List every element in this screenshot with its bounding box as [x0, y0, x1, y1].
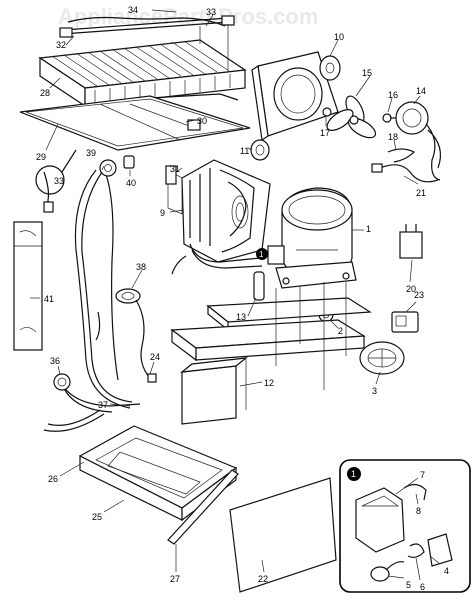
callout-40: 40: [126, 178, 136, 188]
overload-relay: [391, 311, 419, 333]
wire-harness: [379, 164, 439, 183]
condenser-coil: [38, 39, 247, 108]
grommet-39: [99, 159, 117, 177]
callout-2: 2: [338, 326, 343, 336]
callout-12: 12: [264, 378, 274, 388]
callout-30: 30: [197, 116, 207, 126]
drip-pan: [78, 425, 238, 522]
mounting-bracket: [181, 365, 237, 425]
callout-28: 28: [40, 88, 50, 98]
callout-8: 8: [416, 506, 421, 516]
compressor: [267, 187, 357, 289]
callout-21: 21: [416, 188, 426, 198]
callout-23: 23: [414, 290, 424, 300]
callout-18: 18: [388, 132, 398, 142]
callout-14: 14: [416, 86, 426, 96]
capacitor: [399, 224, 423, 259]
callout-16: 16: [388, 90, 398, 100]
base-fan: [359, 341, 405, 375]
power-cord: [135, 299, 151, 379]
top-rod: [63, 17, 229, 31]
rod-clip-left: [59, 27, 73, 38]
callout-7: 7: [420, 470, 425, 480]
callout-33-top: 33: [206, 7, 216, 17]
fan-motor: [390, 101, 441, 181]
callout-4: 4: [444, 566, 449, 576]
coil-clip: [165, 165, 177, 185]
nut: [382, 113, 392, 123]
callout-15: 15: [362, 68, 372, 78]
callout-37: 37: [98, 400, 108, 410]
condenser-unit: [167, 159, 271, 263]
inset-box: 1: [339, 459, 471, 593]
callout-5: 5: [406, 580, 411, 590]
inset-marker-text: 1: [259, 250, 264, 259]
side-panel: [13, 221, 43, 351]
callout-11: 11: [240, 146, 249, 156]
callout-33-left: 33: [54, 176, 64, 186]
rod-clip-right: [221, 15, 235, 26]
cord-plug: [147, 373, 157, 383]
condenser-plate: [19, 95, 251, 151]
top-rod-lower: [61, 21, 231, 35]
harness-plug: [371, 163, 383, 173]
washer: [322, 107, 332, 117]
callout-25: 25: [92, 512, 102, 522]
drier-filter: [253, 271, 265, 301]
callout-9: 9: [160, 208, 165, 218]
callout-31: 31: [170, 164, 180, 174]
fan-bracket: [319, 55, 341, 81]
callout-24: 24: [150, 352, 160, 362]
callout-39: 39: [86, 148, 96, 158]
callout-36: 36: [50, 356, 60, 366]
callout-20: 20: [406, 284, 416, 294]
callout-27: 27: [170, 574, 180, 584]
callout-38: 38: [136, 262, 146, 272]
grommet: [250, 139, 270, 161]
leader-lines: [30, 9, 441, 581]
mounting-base: [170, 282, 372, 390]
inset-box-marker: 1: [351, 469, 356, 479]
coil-bracket: [149, 93, 239, 101]
callout-34: 34: [128, 5, 138, 15]
callout-6: 6: [420, 582, 425, 592]
callout-10: 10: [334, 32, 344, 42]
callout-26: 26: [48, 474, 58, 484]
callout-17: 17: [320, 128, 330, 138]
inset-marker-circle: [256, 248, 268, 260]
callouts: 34 33 32 28 29 30 10 15 16 14 17 11 18 2…: [36, 5, 449, 592]
callout-13: 13: [236, 312, 246, 322]
callout-3: 3: [372, 386, 377, 396]
plug: [123, 155, 135, 169]
tube-clamp: [115, 288, 141, 304]
drain-tube: [74, 169, 131, 409]
fan-blade: [326, 95, 377, 139]
callout-22: 22: [258, 574, 268, 584]
rear-cover: [229, 477, 337, 593]
callout-29: 29: [36, 152, 46, 162]
callout-41: 41: [44, 294, 54, 304]
hose-fitting: [53, 373, 71, 391]
callout-1: 1: [366, 224, 371, 234]
thermostat-wire: [35, 149, 77, 213]
motor-bracket: [387, 148, 416, 163]
trim-strip: [167, 469, 239, 545]
callout-32: 32: [56, 40, 66, 50]
